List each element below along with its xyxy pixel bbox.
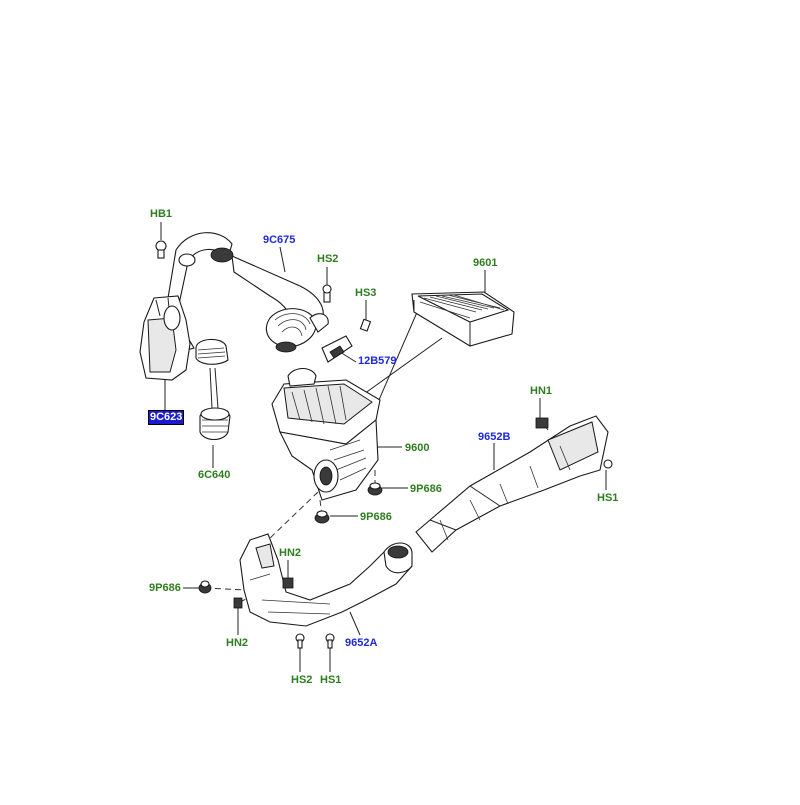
label-HB1[interactable]: HB1 (150, 208, 173, 220)
label-HS2-bottom[interactable]: HS2 (291, 674, 313, 686)
label-9P686-a[interactable]: 9P686 (410, 483, 442, 495)
label-12B579[interactable]: 12B579 (358, 355, 397, 367)
label-HS1-right[interactable]: HS1 (597, 492, 619, 504)
label-9P686-b[interactable]: 9P686 (360, 511, 392, 523)
label-6C640[interactable]: 6C640 (198, 469, 231, 481)
label-HN1[interactable]: HN1 (530, 385, 553, 397)
label-HN2-top[interactable]: HN2 (279, 547, 302, 559)
grommets-9P686 (198, 482, 383, 594)
air-cleaner-housing-9600 (271, 367, 381, 501)
label-HS1-bottom[interactable]: HS1 (320, 674, 342, 686)
label-9P686-left[interactable]: 9P686 (149, 582, 181, 594)
label-9652A[interactable]: 9652A (345, 637, 378, 649)
label-HS3[interactable]: HS3 (355, 287, 377, 299)
lower-fasteners (233, 577, 335, 649)
label-9652B[interactable]: 9652B (478, 431, 511, 443)
label-HN2-bottom[interactable]: HN2 (226, 637, 249, 649)
upper-fasteners (155, 240, 372, 363)
air-intake-duct-9652B (415, 415, 613, 553)
leader-lines (160, 222, 607, 672)
label-9601[interactable]: 9601 (473, 257, 498, 269)
label-9C675[interactable]: 9C675 (263, 234, 296, 246)
hose-clamp-6C640 (199, 407, 231, 441)
air-filter-9601 (411, 291, 515, 347)
label-9C623[interactable]: 9C623 (147, 410, 185, 425)
resonator-9C623 (139, 295, 191, 381)
label-9600[interactable]: 9600 (405, 442, 430, 454)
label-HS2-top[interactable]: HS2 (317, 253, 339, 265)
air-intake-duct-9652A (239, 533, 413, 627)
upper-air-hose (163, 232, 329, 365)
